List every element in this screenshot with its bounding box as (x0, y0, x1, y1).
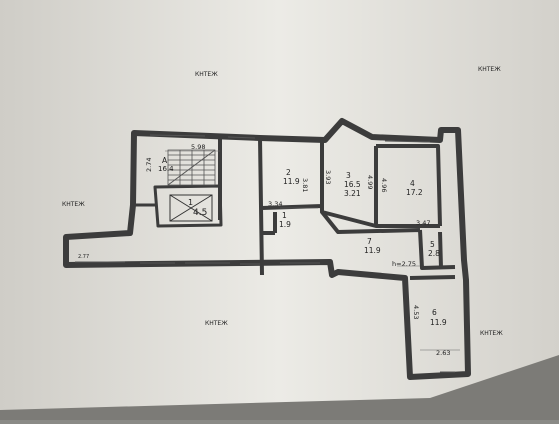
room-area: 11.9 (283, 177, 300, 186)
room-area: 17.2 (406, 188, 423, 197)
room-number: 3 (346, 171, 351, 180)
dimension: 2.63 (436, 349, 450, 357)
dimension: 4.96 (380, 178, 388, 192)
room-area: 16.5 (344, 180, 361, 189)
room-area: 16.4 (158, 165, 174, 173)
room-number: 6 (432, 308, 437, 317)
room-number: 7 (367, 237, 372, 246)
partition-wall (218, 136, 456, 280)
room-area: 4.5 (193, 208, 207, 218)
room-labels: A 16.4 1 4.5 2 11.9 3 16.5 3.21 4 17.2 1… (158, 156, 447, 327)
room-extra: 3.21 (344, 189, 361, 198)
watermark: КНТЕЖ (480, 330, 503, 337)
dimension-lines (165, 150, 460, 351)
corridor-wall (134, 184, 223, 228)
room-number: A (162, 156, 168, 165)
stair (167, 149, 216, 186)
dimension: 3.47 (416, 219, 430, 227)
dimension: 4.99 (366, 175, 374, 189)
dimension: 5.98 (191, 143, 205, 151)
room-area: 11.9 (364, 246, 381, 255)
watermark: КНТЕЖ (195, 71, 218, 78)
room-area: 1.9 (279, 220, 291, 229)
dimension-labels: 5.98 2.74 3.81 3.93 4.99 4.96 3.34 3.47 … (78, 143, 450, 357)
room-number: 2 (286, 168, 291, 177)
watermark: КНТЕЖ (478, 66, 501, 73)
watermark: КНТЕЖ (205, 320, 228, 327)
room-area: 2.8 (428, 249, 440, 258)
dimension: 2.77 (78, 254, 89, 260)
walls (63, 118, 471, 380)
dimension: 3.34 (268, 200, 282, 208)
paper-sheet (0, 0, 559, 410)
room-number: 4 (410, 179, 415, 188)
room-number: 1 (188, 198, 193, 207)
room-number: 1 (282, 211, 287, 220)
dimension: 2.74 (145, 158, 153, 172)
dimension: 4.53 (412, 305, 420, 319)
window-marks (75, 134, 455, 373)
elevator-shaft (169, 194, 213, 222)
dimension: h=2.75 (392, 260, 416, 268)
room-number: 5 (430, 240, 435, 249)
outer-wall (63, 118, 471, 380)
watermark: КНТЕЖ (62, 201, 85, 208)
dimension: 3.81 (301, 178, 309, 192)
room-area: 11.9 (430, 318, 447, 327)
dimension: 3.93 (324, 170, 332, 184)
